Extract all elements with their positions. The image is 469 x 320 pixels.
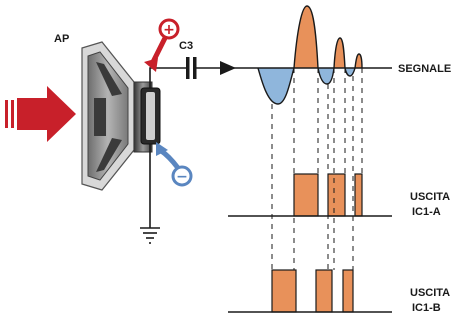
cone-slot-middle <box>94 98 106 136</box>
output-a-label-line1: USCITA <box>410 191 450 203</box>
plus-arrow-head <box>144 58 158 72</box>
output-a-label-line2: IC1-A <box>412 206 441 218</box>
sound-input-arrow <box>5 86 76 142</box>
speaker-label: AP <box>54 33 69 45</box>
pulse-b-1 <box>271 269 297 313</box>
signal-pos-lobe-1 <box>294 6 318 68</box>
capacitor-plate-right <box>193 57 197 79</box>
capacitor-c3 <box>186 57 197 79</box>
signal-label: SEGNALE <box>398 63 451 75</box>
cone-slot-top <box>96 62 122 96</box>
signal-pos-lobe-3 <box>355 54 362 68</box>
plus-indicator: + <box>144 18 180 72</box>
alignment-guides <box>271 68 363 270</box>
wiring <box>149 67 222 228</box>
output-b-label-line2: IC1-B <box>412 302 441 314</box>
capacitor-plate-left <box>186 57 190 79</box>
arrow-stripe-1 <box>5 100 8 128</box>
pulse-a-1 <box>293 173 319 217</box>
arrow-shaft <box>17 98 47 130</box>
pulse-a-2 <box>327 173 346 217</box>
pulse-b-3 <box>342 269 354 313</box>
output-b-label-line1: USCITA <box>410 287 450 299</box>
signal-waveform <box>228 5 392 105</box>
pulse-a-3 <box>354 173 363 217</box>
wire-to-capacitor <box>149 67 186 88</box>
cone-slot-bottom <box>96 138 122 172</box>
minus-symbol: − <box>176 169 188 185</box>
output-b-waveform <box>228 269 392 313</box>
arrow-head <box>47 86 76 142</box>
pulse-b-2 <box>315 269 333 313</box>
speaker-ap <box>81 41 161 191</box>
minus-arrow-head <box>156 142 168 156</box>
minus-indicator: − <box>156 142 193 187</box>
speaker-coil-highlight <box>146 92 155 140</box>
ground-symbol <box>140 227 160 244</box>
minus-arrow-shaft <box>157 147 181 171</box>
plus-badge <box>158 18 180 40</box>
signal-neg-lobe-1 <box>258 68 294 104</box>
capacitor-label: C3 <box>179 40 193 52</box>
output-a-waveform <box>228 173 392 217</box>
arrow-stripe-2 <box>11 100 14 128</box>
plus-symbol: + <box>163 22 175 38</box>
speaker-cone <box>87 51 129 181</box>
minus-badge <box>171 165 193 187</box>
